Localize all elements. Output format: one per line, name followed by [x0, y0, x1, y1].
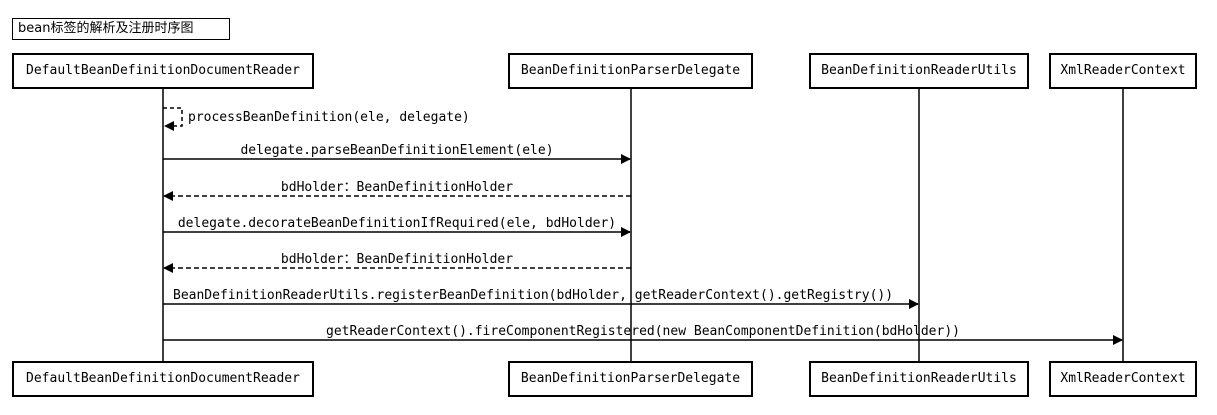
participant-top-reader-utils: BeanDefinitionReaderUtils: [809, 53, 1029, 89]
message-label-0: processBeanDefinition(ele, delegate): [188, 110, 470, 125]
participant-bottom-xml-reader-context: XmlReaderContext: [1049, 361, 1197, 397]
participant-bottom-parser-delegate: BeanDefinitionParserDelegate: [508, 361, 753, 397]
participant-bottom-document-reader: DefaultBeanDefinitionDocumentReader: [12, 361, 314, 397]
message-label-6: getReaderContext().fireComponentRegister…: [326, 324, 960, 339]
participant-bottom-reader-utils: BeanDefinitionReaderUtils: [809, 361, 1029, 397]
message-label-3: delegate.decorateBeanDefinitionIfRequire…: [178, 216, 616, 231]
message-label-2: bdHolder：BeanDefinitionHolder: [281, 180, 513, 195]
message-label-5: BeanDefinitionReaderUtils.registerBeanDe…: [173, 288, 893, 303]
diagram-title: bean标签的解析及注册时序图: [12, 18, 230, 40]
message-label-4: bdHolder：BeanDefinitionHolder: [281, 252, 513, 267]
participant-top-xml-reader-context: XmlReaderContext: [1049, 53, 1197, 89]
participant-top-document-reader: DefaultBeanDefinitionDocumentReader: [12, 53, 314, 89]
participant-top-parser-delegate: BeanDefinitionParserDelegate: [508, 53, 753, 89]
message-label-1: delegate.parseBeanDefinitionElement(ele): [240, 143, 553, 158]
message-arrow-0: [163, 107, 183, 131]
